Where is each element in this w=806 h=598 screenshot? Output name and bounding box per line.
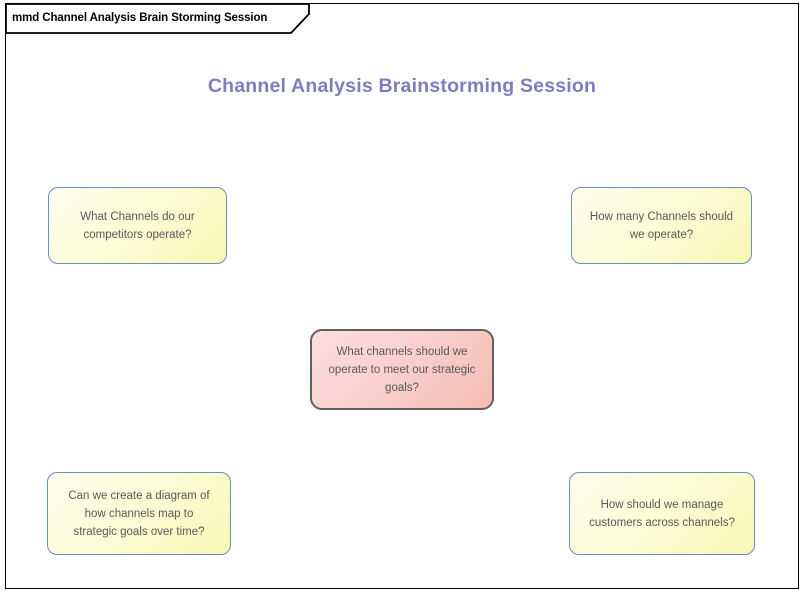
topic-text: Can we create a diagram of how channels …	[68, 489, 210, 538]
topic-node-central[interactable]: What channels should we operate to meet …	[310, 329, 494, 410]
topic-text: What Channels do our competitors operate…	[80, 210, 195, 241]
frame-tab-shape	[5, 3, 310, 34]
topic-node-bottom-right[interactable]: How should we manage customers across ch…	[569, 472, 755, 555]
diagram-title: Channel Analysis Brainstorming Session	[207, 75, 597, 97]
topic-node-bottom-left[interactable]: Can we create a diagram of how channels …	[47, 472, 231, 555]
diagram-frame: mmd Channel Analysis Brain Storming Sess…	[5, 3, 799, 589]
topic-node-top-left[interactable]: What Channels do our competitors operate…	[48, 187, 227, 264]
frame-tab	[5, 3, 310, 34]
topic-text: What channels should we operate to meet …	[328, 345, 476, 394]
topic-text: How should we manage customers across ch…	[589, 498, 735, 529]
frame-tab-label: mmd Channel Analysis Brain Storming Sess…	[12, 12, 268, 24]
topic-text: How many Channels should we operate?	[589, 210, 734, 241]
topic-node-top-right[interactable]: How many Channels should we operate?	[571, 187, 752, 264]
